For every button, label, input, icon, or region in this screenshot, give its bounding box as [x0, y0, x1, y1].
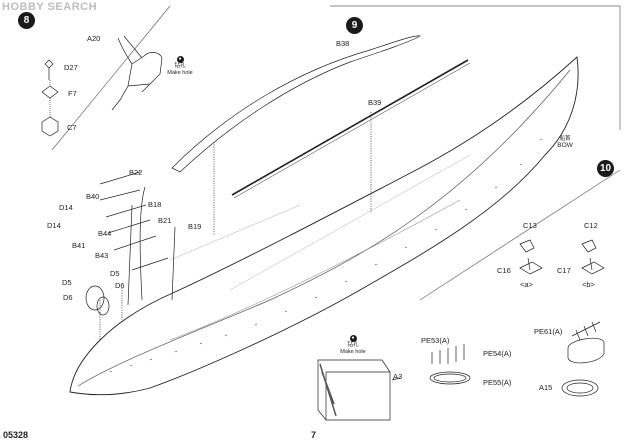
- step-number-8: 8: [18, 12, 35, 29]
- label-d5-right: D5: [110, 269, 120, 278]
- part-pe55: [429, 371, 471, 385]
- label-a20: A20: [87, 34, 101, 43]
- part-c12: [581, 239, 597, 271]
- part-b21: [171, 226, 176, 301]
- label-b41: B41: [72, 241, 86, 250]
- label-d14-top: D14: [59, 203, 73, 212]
- make-hole-note-1: ● 钻孔 Make hole: [167, 56, 193, 76]
- step-divider-9-10: [330, 5, 621, 130]
- label-pe61: PE61(A): [534, 327, 563, 336]
- part-f7: [41, 85, 59, 99]
- bow-note: 船首 BOW: [557, 136, 573, 149]
- label-b21: B21: [158, 216, 172, 225]
- part-c13: [519, 239, 535, 271]
- label-pe55: PE55(A): [483, 378, 512, 387]
- hull-deck-line: [169, 204, 301, 261]
- part-a20: [111, 35, 163, 111]
- label-c12: C12: [584, 221, 598, 230]
- label-d5-left: D5: [62, 278, 72, 287]
- hull-deck-line: [229, 154, 471, 291]
- label-b43: B43: [95, 251, 109, 260]
- label-b40: B40: [86, 192, 100, 201]
- label-pe54: PE54(A): [483, 349, 512, 358]
- product-code: 05328: [3, 430, 29, 440]
- make-hole-note-2: ● 钻孔 Make hole: [340, 335, 366, 355]
- part-b18: [127, 204, 133, 306]
- label-a3: A3: [393, 372, 403, 381]
- part-b38-rail: [171, 35, 421, 173]
- label-b22: B22: [129, 168, 143, 177]
- label-a15: A15: [539, 383, 553, 392]
- page-number: 7: [311, 430, 317, 440]
- part-pe61: [571, 321, 601, 341]
- label-c7: C7: [67, 123, 77, 132]
- part-a15: [561, 379, 599, 397]
- step-number-10: 10: [597, 160, 614, 177]
- label-b18: B18: [148, 200, 162, 209]
- part-c7: [41, 116, 59, 137]
- hull-portholes: [109, 138, 543, 373]
- label-d27: D27: [64, 63, 78, 72]
- label-c13: C13: [523, 221, 537, 230]
- hull-deck-line: [169, 199, 461, 341]
- label-option-b: <b>: [582, 280, 595, 289]
- label-d6-left: D6: [63, 293, 73, 302]
- part-davit: [99, 171, 169, 271]
- label-b39: B39: [368, 98, 382, 107]
- step-number-9: 9: [346, 17, 363, 34]
- drill-icon: ●: [349, 335, 357, 342]
- label-b19: B19: [188, 222, 202, 231]
- part-a3: [317, 359, 391, 421]
- watermark: HOBBY SEARCH: [2, 1, 98, 13]
- hull-deck-edge: [77, 69, 571, 387]
- label-option-a: <a>: [520, 280, 533, 289]
- label-d14-left: D14: [47, 221, 61, 230]
- label-b44: B44: [98, 229, 112, 238]
- label-f7: F7: [68, 89, 77, 98]
- part-b39-rail: [231, 59, 469, 196]
- label-d6-right: D6: [115, 281, 125, 290]
- label-c16: C16: [497, 266, 511, 275]
- label-b38: B38: [336, 39, 350, 48]
- part-d27: [44, 59, 54, 80]
- hull-outline: [69, 56, 579, 396]
- label-c17: C17: [557, 266, 571, 275]
- drill-icon: ●: [176, 56, 184, 63]
- part-pe53: [431, 344, 465, 364]
- part-b22: [139, 186, 146, 301]
- label-pe53: PE53(A): [421, 336, 450, 345]
- part-d6: [85, 285, 105, 311]
- step-divider-8-9: [51, 5, 171, 151]
- step-divider-10: [419, 169, 621, 301]
